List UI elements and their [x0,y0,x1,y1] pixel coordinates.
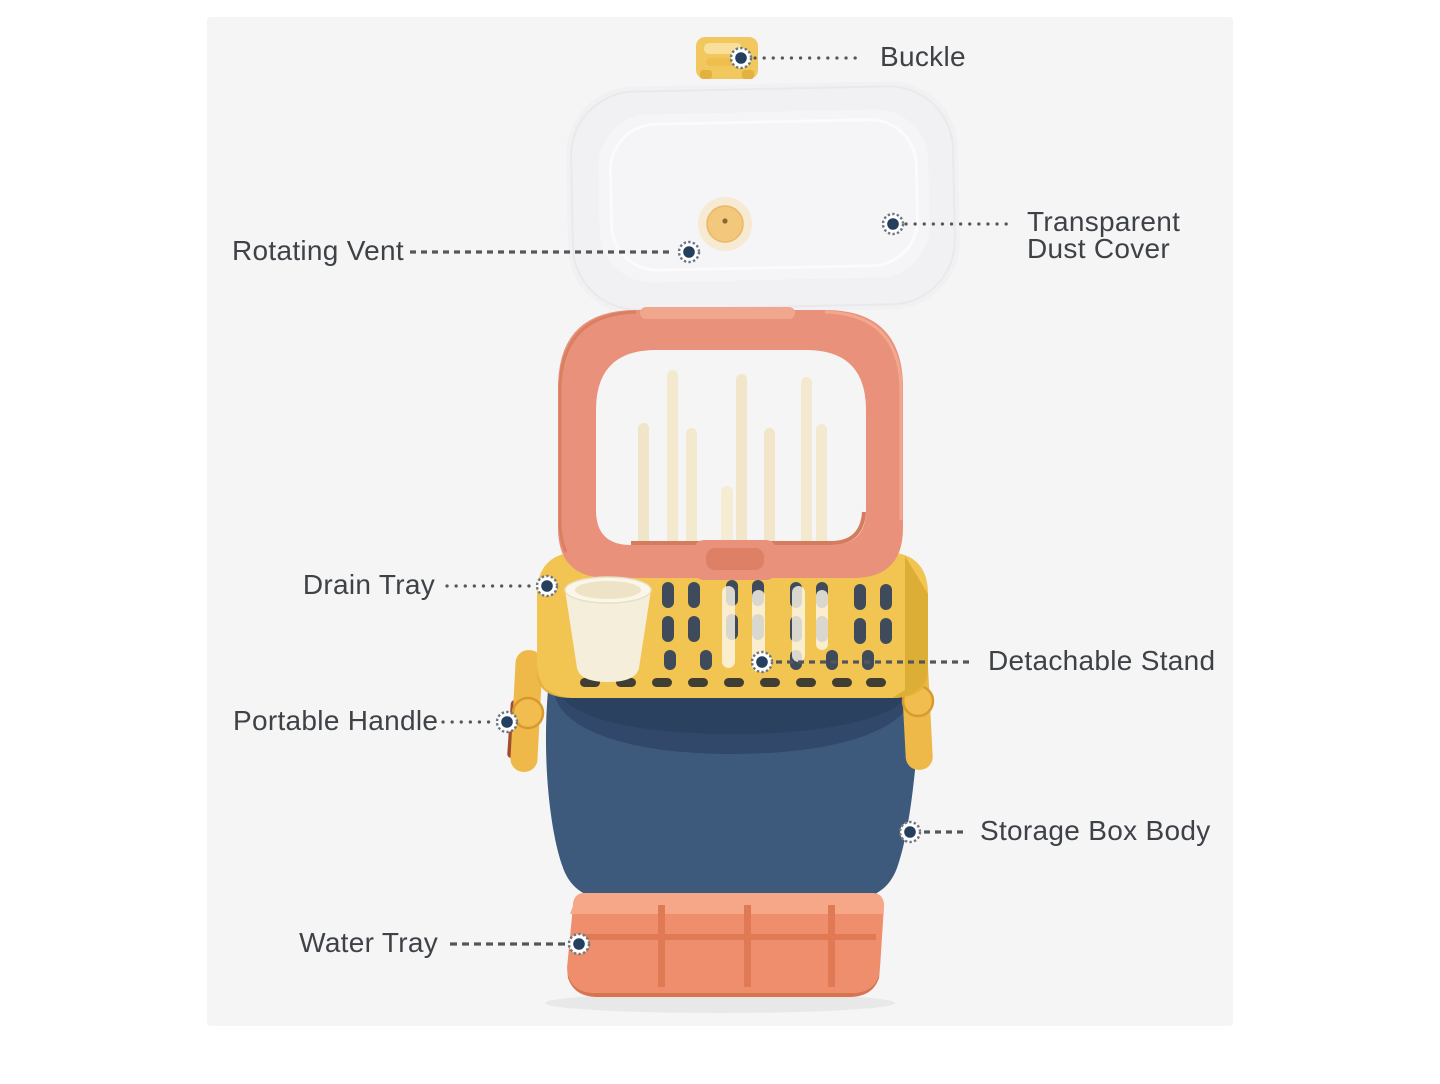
label-transparent-dust-cover: Transparent Dust Cover [1027,206,1181,264]
marker-detachable-stand [750,650,774,674]
peg-tips-part [722,586,828,672]
callout-markers [495,46,922,956]
label-dust-cover-line1: Transparent [1027,206,1181,237]
marker-storage-box [898,820,922,844]
marker-rotating-vent [677,240,701,264]
label-drain-tray: Drain Tray [302,569,435,600]
marker-water-tray [567,932,591,956]
label-water-tray: Water Tray [299,927,438,958]
water-tray-part [567,893,884,997]
marker-portable-handle [495,710,519,734]
marker-drain-tray [535,574,559,598]
dust-cover-part [566,81,960,315]
label-portable-handle: Portable Handle [233,705,439,736]
callout-lines [410,56,1016,946]
lid-frame-part [558,307,903,580]
label-rotating-vent: Rotating Vent [231,235,404,266]
label-detachable-stand: Detachable Stand [988,645,1216,676]
cup-part [564,576,652,682]
label-dust-cover-line2: Dust Cover [1027,233,1171,264]
marker-dust-cover [881,212,905,236]
marker-buckle [729,46,753,70]
rotating-vent-part [698,197,752,251]
label-storage-box-body: Storage Box Body [980,815,1211,846]
label-buckle: Buckle [880,41,966,72]
bottle-pegs-part [638,370,827,560]
